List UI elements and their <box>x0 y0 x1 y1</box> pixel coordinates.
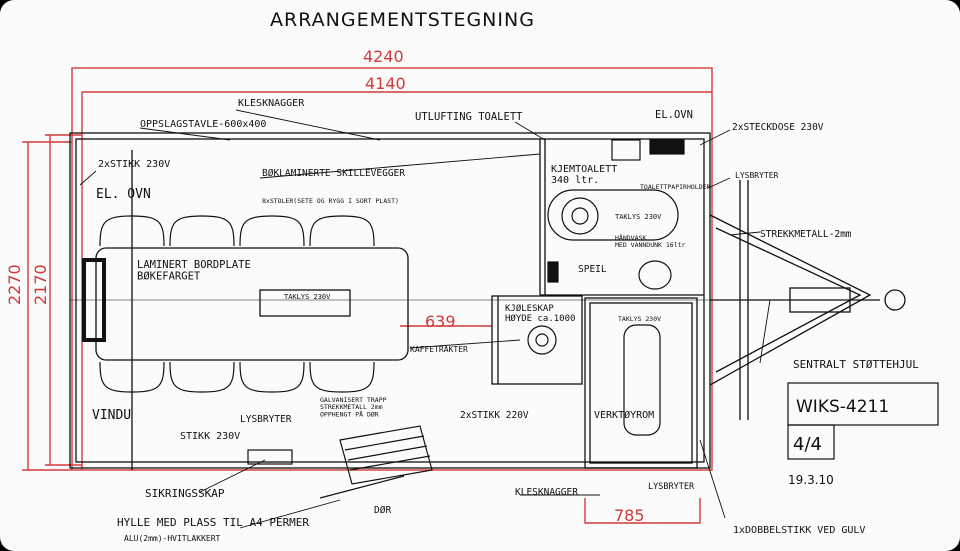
label-toalettpapir: TOALETTPAPIRHOLDER <box>640 183 711 191</box>
title-block-date: 19.3.10 <box>788 473 834 487</box>
label-verktoyrom: VERKTØYROM <box>594 409 654 421</box>
label-stikk-bottom: STIKK 230V <box>180 431 240 442</box>
stairs <box>247 425 433 499</box>
label-skillevegger: BØKLAMINERTE SKILLEVEGGER <box>262 168 405 179</box>
label-el-ovn-top: EL.OVN <box>655 109 693 121</box>
dim-inner-width: 2170 <box>31 264 50 305</box>
label-taklys-tool: TAKLYS 230V <box>618 315 661 323</box>
label-kaffetrakter: KAFFETRAKTER <box>410 345 468 354</box>
label-sikringsskap: SIKRINGSSKAP <box>145 487 225 500</box>
title-block-sheet: 4/4 <box>793 434 822 455</box>
label-sentralt-stottehjul: SENTRALT STØTTEHJUL <box>793 358 919 371</box>
label-dobbelstikk: 1xDOBBELSTIKK VED GULV <box>733 525 865 536</box>
label-klesknagger-top: KLESKNAGGER <box>238 98 305 109</box>
dim-table-gap: 639 <box>425 312 456 331</box>
label-taklys-table: TAKLYS 230V <box>284 293 331 301</box>
label-stikk-220v: 2xSTIKK 220V <box>460 410 529 421</box>
label-vindu: VINDU <box>92 408 131 423</box>
label-oppslagstavle: OPPSLAGSTAVLE-600x400 <box>140 119 266 130</box>
dim-inner-length: 4140 <box>365 74 406 93</box>
label-strekkmetall: STREKKMETALL-2mm <box>760 229 852 240</box>
drawing-title: ARRANGEMENTSTEGNING <box>270 9 535 31</box>
label-dor: DØR <box>374 505 391 516</box>
label-el-ovn-left: EL. OVN <box>96 187 151 202</box>
dim-outer-length: 4240 <box>363 47 404 66</box>
walls <box>69 132 720 470</box>
title-block: WIKS-4211 4/4 19.3.10 <box>787 382 939 487</box>
drawbar <box>709 180 906 420</box>
label-utlufting-toalett: UTLUFTING TOALETT <box>415 111 523 123</box>
label-alu: ALU(2mm)-HVITLAKKERT <box>124 534 221 543</box>
label-lysbryter-right: LYSBRYTER <box>735 171 779 180</box>
label-taklys-toilet: TAKLYS 230V <box>615 213 662 221</box>
label-2xstikk-left: 2xSTIKK 230V <box>98 159 170 170</box>
label-lysbryter-bottom: LYSBRYTER <box>648 482 695 492</box>
label-speil: SPEIL <box>578 264 607 275</box>
toilet-fixtures <box>527 139 685 436</box>
label-klesknagger-bottom: KLESKNAGGER <box>515 487 578 498</box>
label-hylle: HYLLE MED PLASS TIL A4 PERMER <box>117 516 309 529</box>
title-block-model: WIKS-4211 <box>796 397 889 417</box>
chairs <box>99 215 375 393</box>
dimension-lines <box>22 67 713 524</box>
annotations: KLESKNAGGER OPPSLAGSTAVLE-600x400 UTLUFT… <box>92 98 919 543</box>
label-lysbryter-mid: LYSBRYTER <box>240 414 292 425</box>
dim-tool-room: 785 <box>614 506 645 525</box>
label-stoler: 8xSTOLER(SETE OG RYGG I SORT PLAST) <box>262 197 399 205</box>
dim-outer-width: 2270 <box>5 264 24 305</box>
leader-lines <box>79 109 771 529</box>
label-steckdose: 2xSTECKDOSE 230V <box>732 122 824 133</box>
